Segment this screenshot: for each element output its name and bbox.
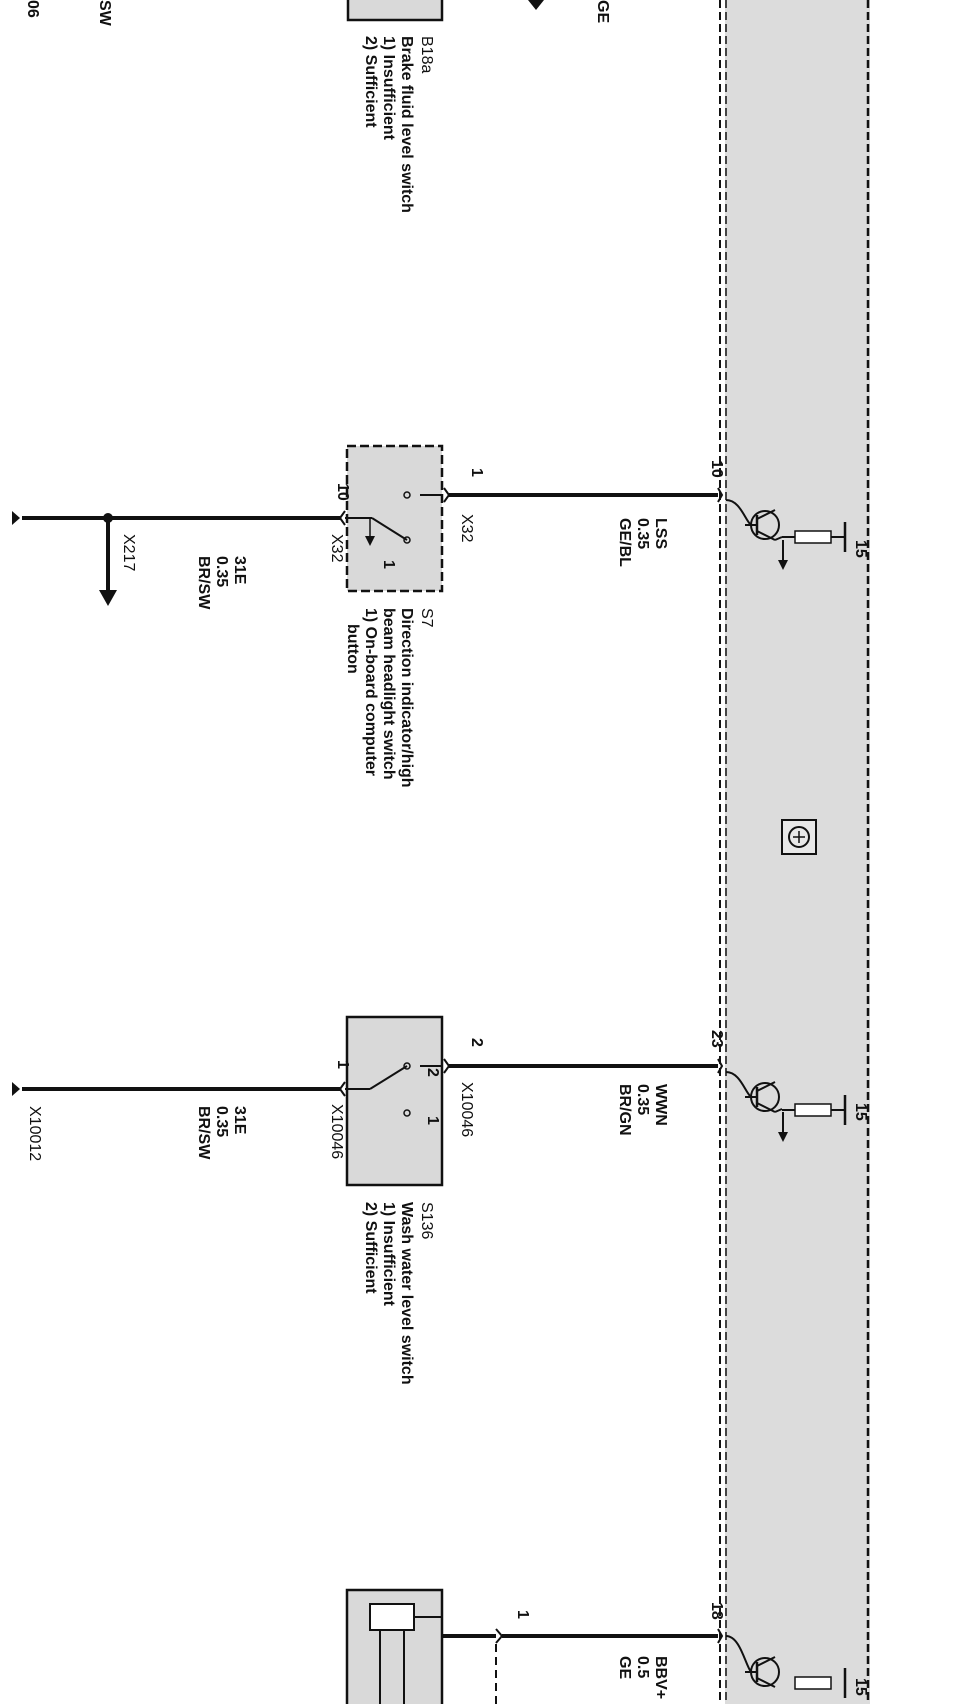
s7-wire-top-signal: LSS xyxy=(652,518,669,549)
s7-wire-bottom-size: 0.35 xyxy=(213,556,230,587)
s136-contact-1: 1 xyxy=(424,1116,441,1125)
b18a-option-2: 2) Sufficient xyxy=(362,36,379,128)
bottom-component xyxy=(345,1588,444,1704)
s7-wire-top-size: 0.35 xyxy=(634,518,651,549)
s7-pin-bottom: 10 xyxy=(334,483,351,501)
bottom-pin-module: 18 xyxy=(708,1602,725,1620)
s7-pin-module: 10 xyxy=(708,460,725,478)
s136-contact-2: 2 xyxy=(424,1068,441,1077)
driver-transistor-bottom xyxy=(725,1635,847,1698)
s7-ground-connector: X217 xyxy=(120,534,137,571)
b18a-label: B18a Brake fluid level switch 1) Insuffi… xyxy=(362,36,435,213)
s7-wire-top-color: GE/BL xyxy=(616,518,633,567)
s7-wire-top-label: LSS 0.35 GE/BL xyxy=(616,518,669,567)
s136-id: S136 xyxy=(418,1202,435,1239)
supply-label-s136: 15 xyxy=(852,1103,869,1121)
b18a-option-1: 1) Insufficient xyxy=(380,36,397,141)
s136-wire-bottom-size: 0.35 xyxy=(213,1106,230,1137)
bottom-wire-size: 0.5 xyxy=(634,1656,651,1678)
arrow-down-icon xyxy=(528,0,544,10)
s136-pin-module: 23 xyxy=(708,1030,725,1048)
control-module xyxy=(719,0,870,1704)
bottom-wire-label: BBV+ 0.5 GE xyxy=(616,1656,669,1699)
s136-wire-bottom-color: BR/SW xyxy=(195,1106,212,1160)
fragment-06: 06 xyxy=(24,0,41,18)
s7-label: S7 Direction indicator/high beam headlig… xyxy=(344,608,435,788)
s136-wire-top-label: WWN 0.35 BR/GN xyxy=(616,1084,669,1136)
s7-pin-top: 1 xyxy=(468,468,485,477)
s7-wire-bottom-label: 31E 0.35 BR/SW xyxy=(195,556,248,610)
s7-wiring xyxy=(12,487,724,606)
s136-pin-bottom: 1 xyxy=(334,1060,351,1069)
s136-option-1: 1) Insufficient xyxy=(380,1202,397,1307)
s7-switch xyxy=(345,444,444,593)
s7-wire-bottom-signal: 31E xyxy=(231,556,248,585)
bottom-wire-color: GE xyxy=(616,1656,633,1679)
driver-transistor-s136 xyxy=(725,1071,847,1142)
s7-name-line1: Direction indicator/high xyxy=(398,608,415,788)
s7-id: S7 xyxy=(418,608,435,628)
driver-transistor-s7 xyxy=(725,499,847,570)
b18a-id: B18a xyxy=(418,36,435,73)
bottom-pin-component: 1 xyxy=(514,1610,531,1619)
s136-pin-top: 2 xyxy=(468,1038,485,1047)
s7-name-line4: button xyxy=(344,624,361,674)
s7-name-line2: beam headlight switch xyxy=(380,608,397,780)
s136-wire-top-color: BR/GN xyxy=(616,1084,633,1136)
supply-label-s7: 15 xyxy=(852,540,869,558)
fragment-sw: SW xyxy=(96,0,113,27)
s136-wire-top-size: 0.35 xyxy=(634,1084,651,1115)
s7-name-line3: 1) On-board computer xyxy=(362,608,379,776)
b18a-box xyxy=(346,0,444,22)
module-symbol-icon xyxy=(781,819,817,855)
s7-connector-top: X32 xyxy=(458,514,475,543)
s136-connector-bottom: X10046 xyxy=(328,1104,345,1159)
s136-label: S136 Wash water level switch 1) Insuffic… xyxy=(362,1202,435,1385)
s136-wire-bottom-signal: 31E xyxy=(231,1106,248,1135)
s136-switch xyxy=(345,1015,444,1187)
fragment-ge: GE xyxy=(594,0,611,23)
s7-connector-bottom: X32 xyxy=(328,534,345,563)
s136-option-2: 2) Sufficient xyxy=(362,1202,379,1294)
bottom-wiring xyxy=(442,1628,724,1704)
s136-ground-connector: X10012 xyxy=(26,1106,43,1161)
s7-contact: 1 xyxy=(380,560,397,569)
s136-wire-top-signal: WWN xyxy=(652,1084,669,1126)
bottom-wire-signal: BBV+ xyxy=(652,1656,669,1699)
s136-wire-bottom-label: 31E 0.35 BR/SW xyxy=(195,1106,248,1160)
b18a-name: Brake fluid level switch xyxy=(398,36,415,213)
s136-name: Wash water level switch xyxy=(398,1202,415,1385)
s136-wiring xyxy=(12,1058,724,1097)
supply-label-bottom: 15 xyxy=(852,1678,869,1696)
s136-connector-top: X10046 xyxy=(458,1082,475,1137)
s7-wire-bottom-color: BR/SW xyxy=(195,556,212,610)
